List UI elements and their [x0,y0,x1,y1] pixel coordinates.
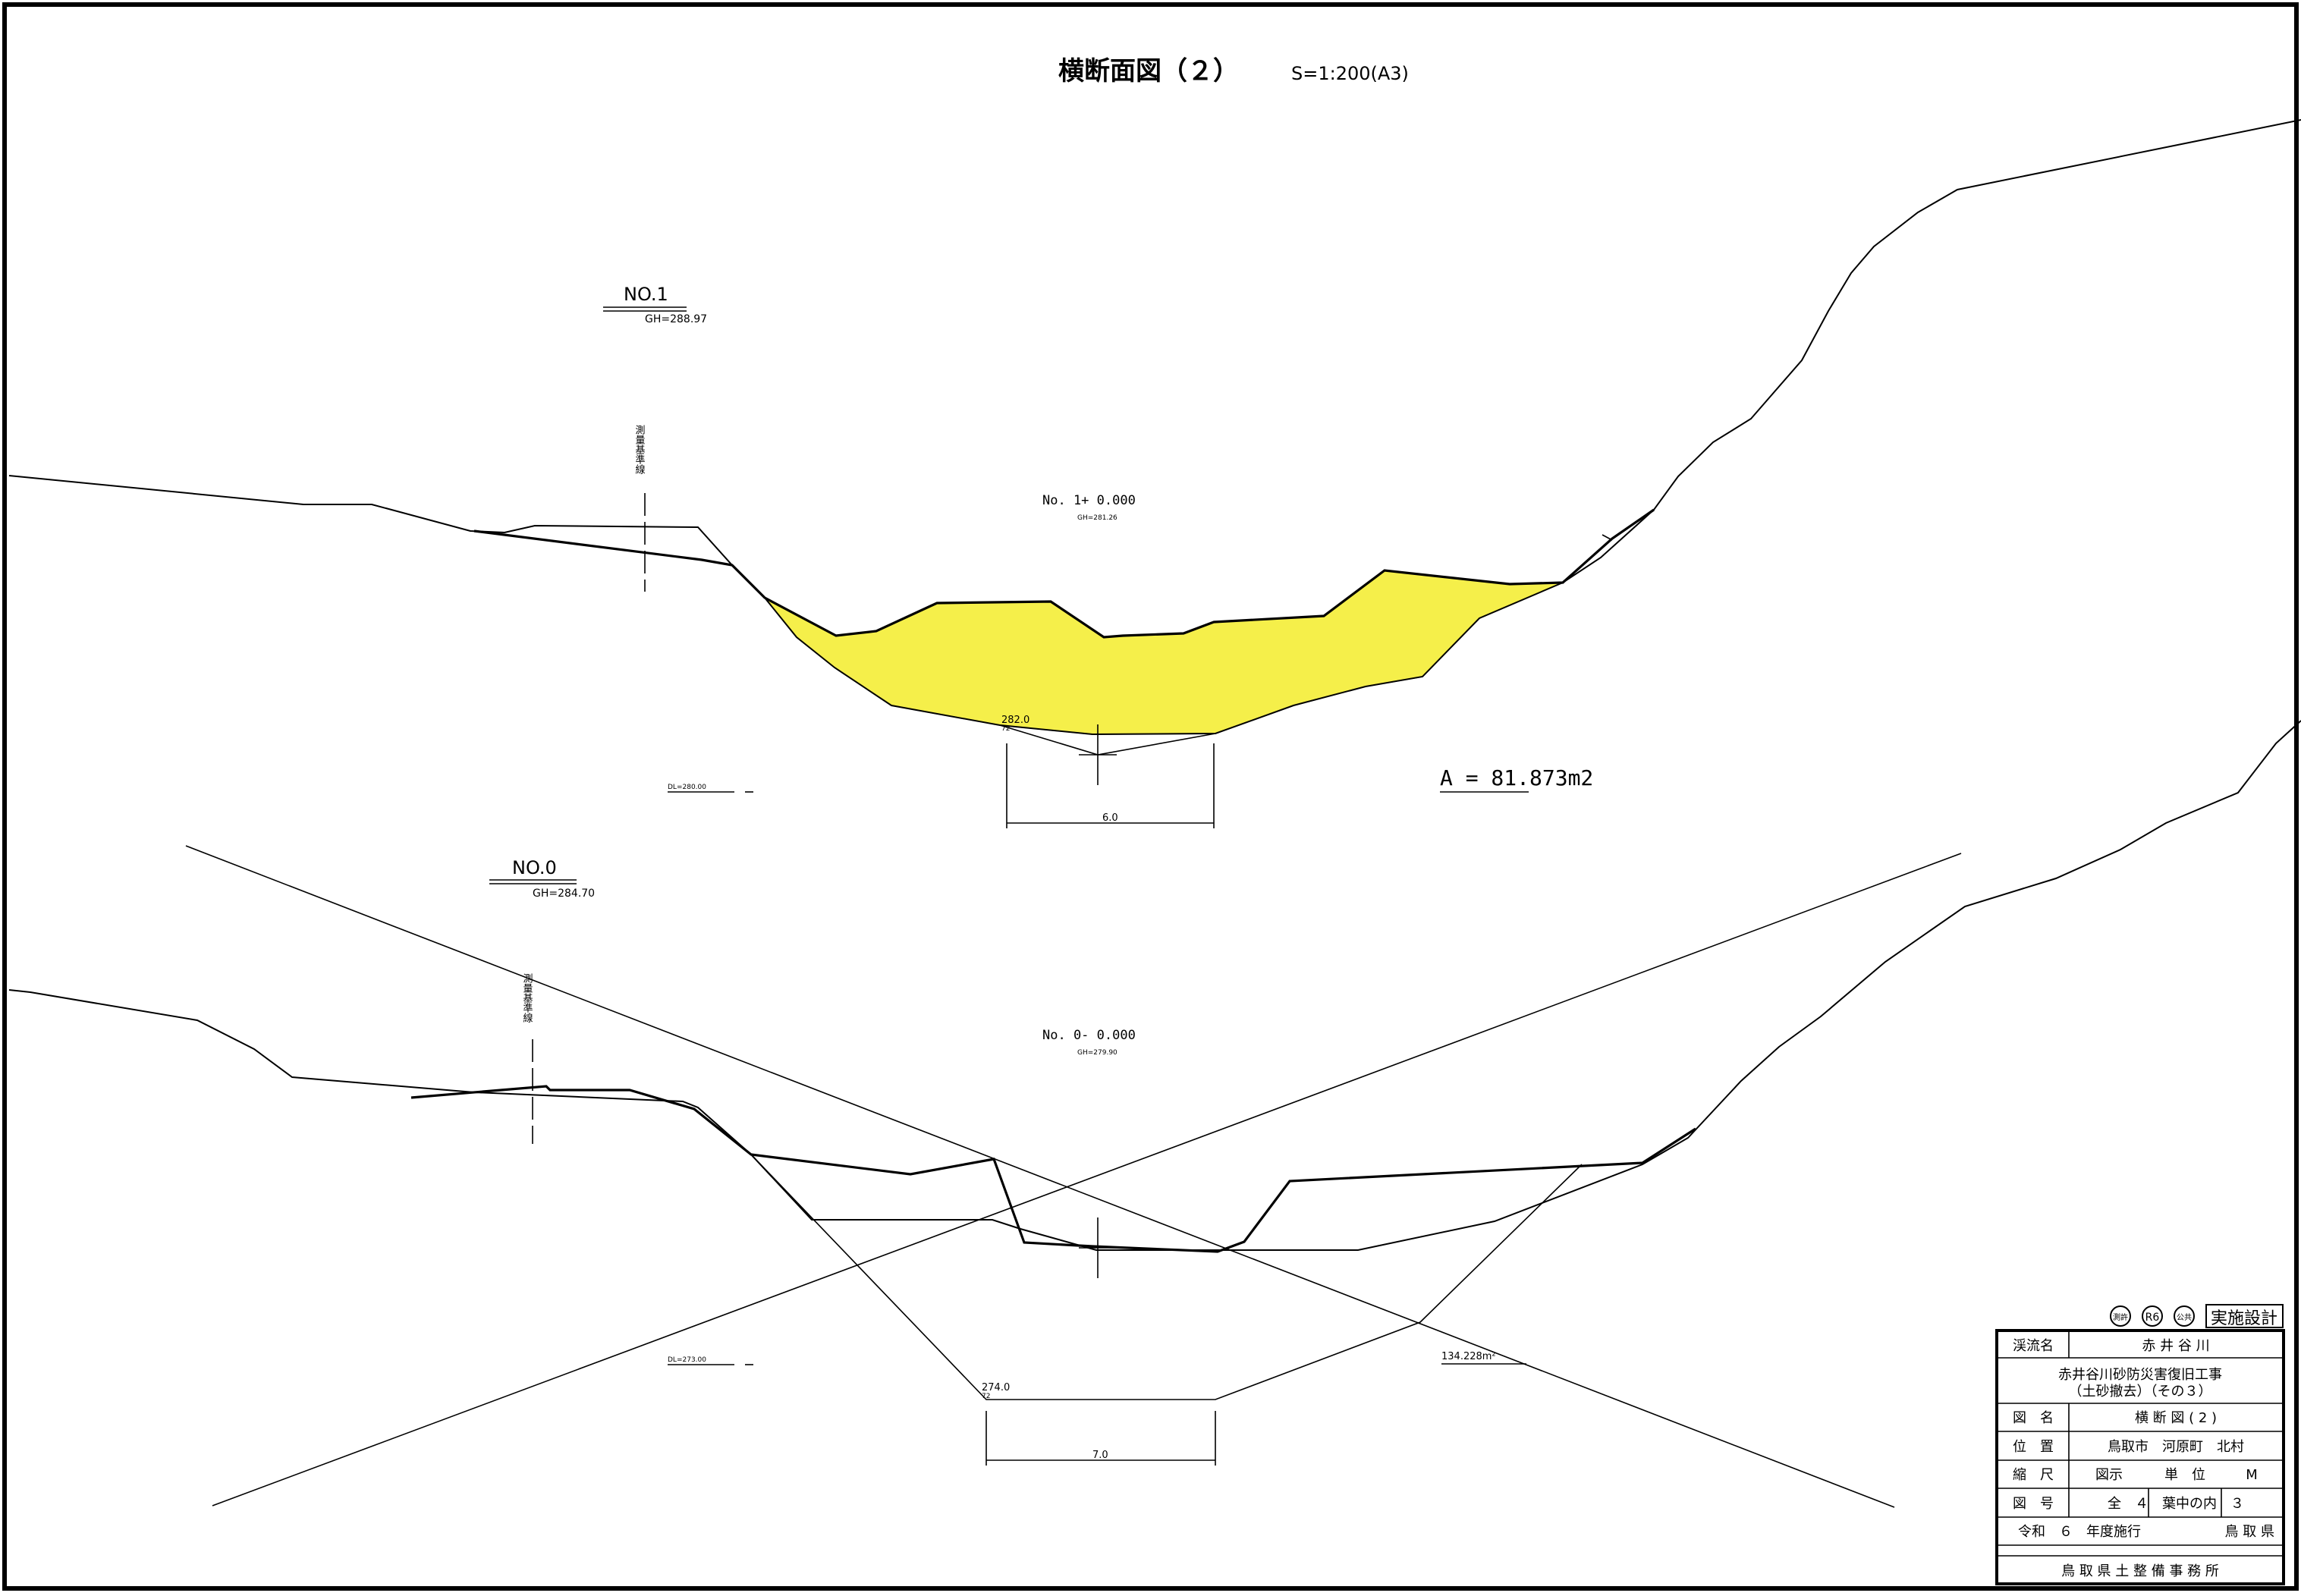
section-no1-ground-line [8,119,2301,736]
section-no0-survey-line-label: 測量基準線 [521,973,533,1023]
section-no0-station: No. 0- 0.000 [1042,1028,1136,1043]
stamp-3: 公共 [2177,1313,2192,1322]
section-no1-tick [1602,534,1613,541]
location-value: 鳥取市 河原町 北村 [2108,1439,2244,1455]
section-no0-station-sub: GH=279.90 [1077,1049,1117,1057]
drawing-title: 横断面図（２） [1058,56,1239,86]
section-no0-base-line [750,1154,1583,1400]
section-no0-bottom-elev: 274.0 [982,1382,1010,1393]
section-no1-bottom-elev: 282.0 [1001,715,1029,726]
section-no0-label: NO.0 [512,857,557,878]
section-no1-station-sub: GH=281.26 [1077,514,1117,522]
stamp-circle-2 [2142,1305,2163,1327]
project-name-line2: （土砂撤去）（その３） [2069,1384,2212,1400]
scale-value: 図示 [2095,1467,2123,1483]
sheet-label: 図 号 [2013,1496,2054,1512]
prefecture-text: 鳥 取 県 [2225,1524,2274,1540]
section-no0-slope-line-b [212,853,1962,1506]
section-no0-area: 134.228m² [1441,1351,1496,1362]
title-block: 測許 R6 公共 実施設計 渓流名 赤 井 谷 川 赤井谷川砂防災害復旧工 [1995,1304,2285,1585]
title-table-grid [1997,1331,2284,1557]
office-text: 鳥 取 県 土 整 備 事 務 所 [2061,1563,2219,1579]
unit-value: M [2246,1467,2258,1483]
section-no0-dl: DL=273.00 [668,1356,706,1364]
stamp-2: R6 [2145,1312,2160,1324]
scale-label: 縮 尺 [2013,1467,2054,1483]
section-no1-label: NO.1 [624,284,668,305]
era-text: 令和 ６ 年度施行 [2018,1524,2141,1540]
section-no1-station: No. 1+ 0.000 [1042,493,1136,508]
project-name-line1: 赤井谷川砂防災害復旧工事 [2058,1367,2222,1383]
stamp-box [2205,1304,2284,1328]
cross-section-no1: NO.1 GH=288.97 測量基準線 No. 1+ 0.000 GH=281… [8,119,2301,828]
unit-label: 単 位 [2164,1467,2205,1483]
section-no1-survey-line-label: 測量基準線 [633,425,646,474]
cross-section-no0: NO.0 GH=284.70 測量基準線 No. 0- 0.000 GH=279… [8,720,2301,1508]
sheet-value: 全 ４ 葉中の内 ３ [2108,1496,2244,1512]
section-no1-dl: DL=280.00 [668,784,706,791]
section-no0-bottom-mark: 72 [982,1393,990,1400]
section-no0-width: 7.0 [1092,1450,1108,1461]
stamp-box-label: 実施設計 [2211,1309,2277,1328]
section-no1-gh: GH=288.97 [645,313,707,325]
section-no1-riverbed-line [473,508,1655,639]
drawing-name-value: 横 断 図 ( 2 ) [2135,1410,2217,1426]
drawing-scale: S=1:200(A3) [1291,63,1409,84]
section-no0-riverbed-line [410,1085,1696,1253]
stamp-row: 測許 R6 公共 実施設計 [2110,1304,2284,1328]
section-no1-width: 6.0 [1102,812,1118,824]
section-no1-bottom-mark: 72 [1001,725,1010,733]
section-no0-gh: GH=284.70 [533,888,595,900]
section-no0-slope-line-a [185,845,1895,1508]
stream-value: 赤 井 谷 川 [2142,1338,2209,1354]
location-label: 位 置 [2013,1439,2054,1455]
section-no1-area: A = 81.873m2 [1440,765,1593,790]
stream-label: 渓流名 [2013,1338,2054,1354]
title-table-frame [1995,1329,2285,1585]
drawing-name-label: 図 名 [2013,1410,2054,1426]
section-no1-removal-area [764,570,1564,735]
section-no0-ground-line [8,720,2301,1251]
stamp-circle-1 [2110,1305,2131,1327]
stamp-circle-3 [2174,1305,2195,1327]
stamp-1: 測許 [2113,1312,2128,1322]
